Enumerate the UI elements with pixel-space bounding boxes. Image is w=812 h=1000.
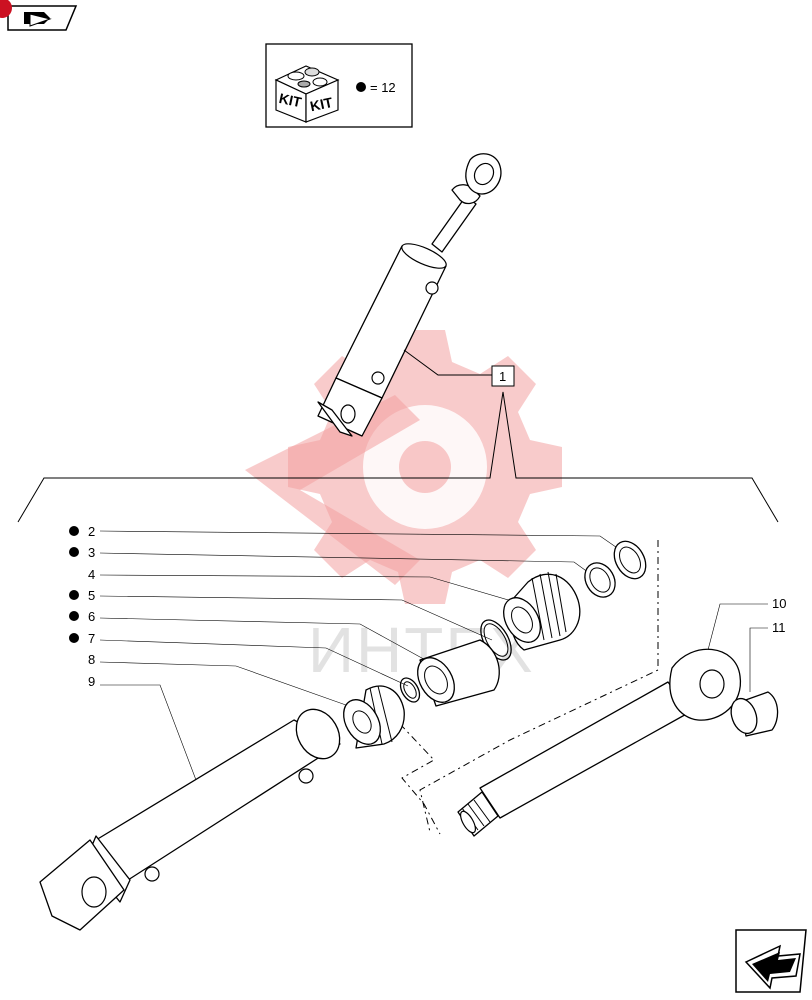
part-bushing-11: [730, 691, 779, 737]
callout-1: 1: [491, 365, 515, 387]
callout-11-label: 11: [772, 620, 786, 635]
part-piston-rod-10: [457, 648, 741, 837]
kit-bullet: [356, 82, 366, 92]
callout-2-label: 2: [88, 524, 95, 539]
part-bushing-6: [417, 639, 500, 707]
kit-legend-box: KIT KIT = 12: [265, 43, 413, 128]
callout-3-label: 3: [88, 545, 95, 560]
callout-8-label: 8: [88, 652, 95, 667]
bullet-7: [69, 633, 79, 643]
book-arrow-icon[interactable]: [0, 0, 78, 31]
next-page-arrow-icon[interactable]: [735, 929, 807, 993]
part-piston-8: [343, 685, 405, 749]
part-seal-ring-3: [584, 562, 616, 598]
bullet-6: [69, 611, 79, 621]
callout-7-label: 7: [88, 631, 95, 646]
kit-label-right: KIT: [309, 94, 335, 114]
bullet-3: [69, 547, 79, 557]
callout-8: 8: [88, 652, 361, 711]
assembled-cylinder: [317, 153, 502, 437]
kit-box-icon: KIT KIT: [274, 65, 340, 123]
bullet-5: [69, 590, 79, 600]
callout-1-label: 1: [499, 369, 506, 384]
centerlines: [399, 540, 659, 835]
callout-9: 9: [88, 674, 197, 781]
bullet-2: [69, 526, 79, 536]
callout-10-label: 10: [772, 596, 786, 611]
part-seal-ring-2: [613, 540, 647, 580]
part-o-ring-7: [399, 677, 421, 703]
callout-11: 11: [749, 620, 786, 692]
callout-9-label: 9: [88, 674, 95, 689]
part-gland-4: [503, 571, 581, 651]
callout-7: 7: [69, 631, 409, 687]
callout-10: 10: [707, 596, 786, 651]
callout-5-label: 5: [88, 588, 95, 603]
callout-list: 2 3 4 5 6 7 8: [69, 524, 786, 781]
callout-6: 6: [69, 609, 441, 669]
corner-dot: [0, 0, 12, 18]
callout-4: 4: [88, 567, 523, 605]
callout-6-label: 6: [88, 609, 95, 624]
kit-label-left: KIT: [278, 90, 304, 110]
part-cylinder-barrel-9: [39, 708, 341, 931]
callout-4-label: 4: [88, 567, 95, 582]
explode-bracket: [17, 391, 779, 523]
callout-5: 5: [69, 588, 493, 641]
kit-count: = 12: [370, 80, 396, 95]
